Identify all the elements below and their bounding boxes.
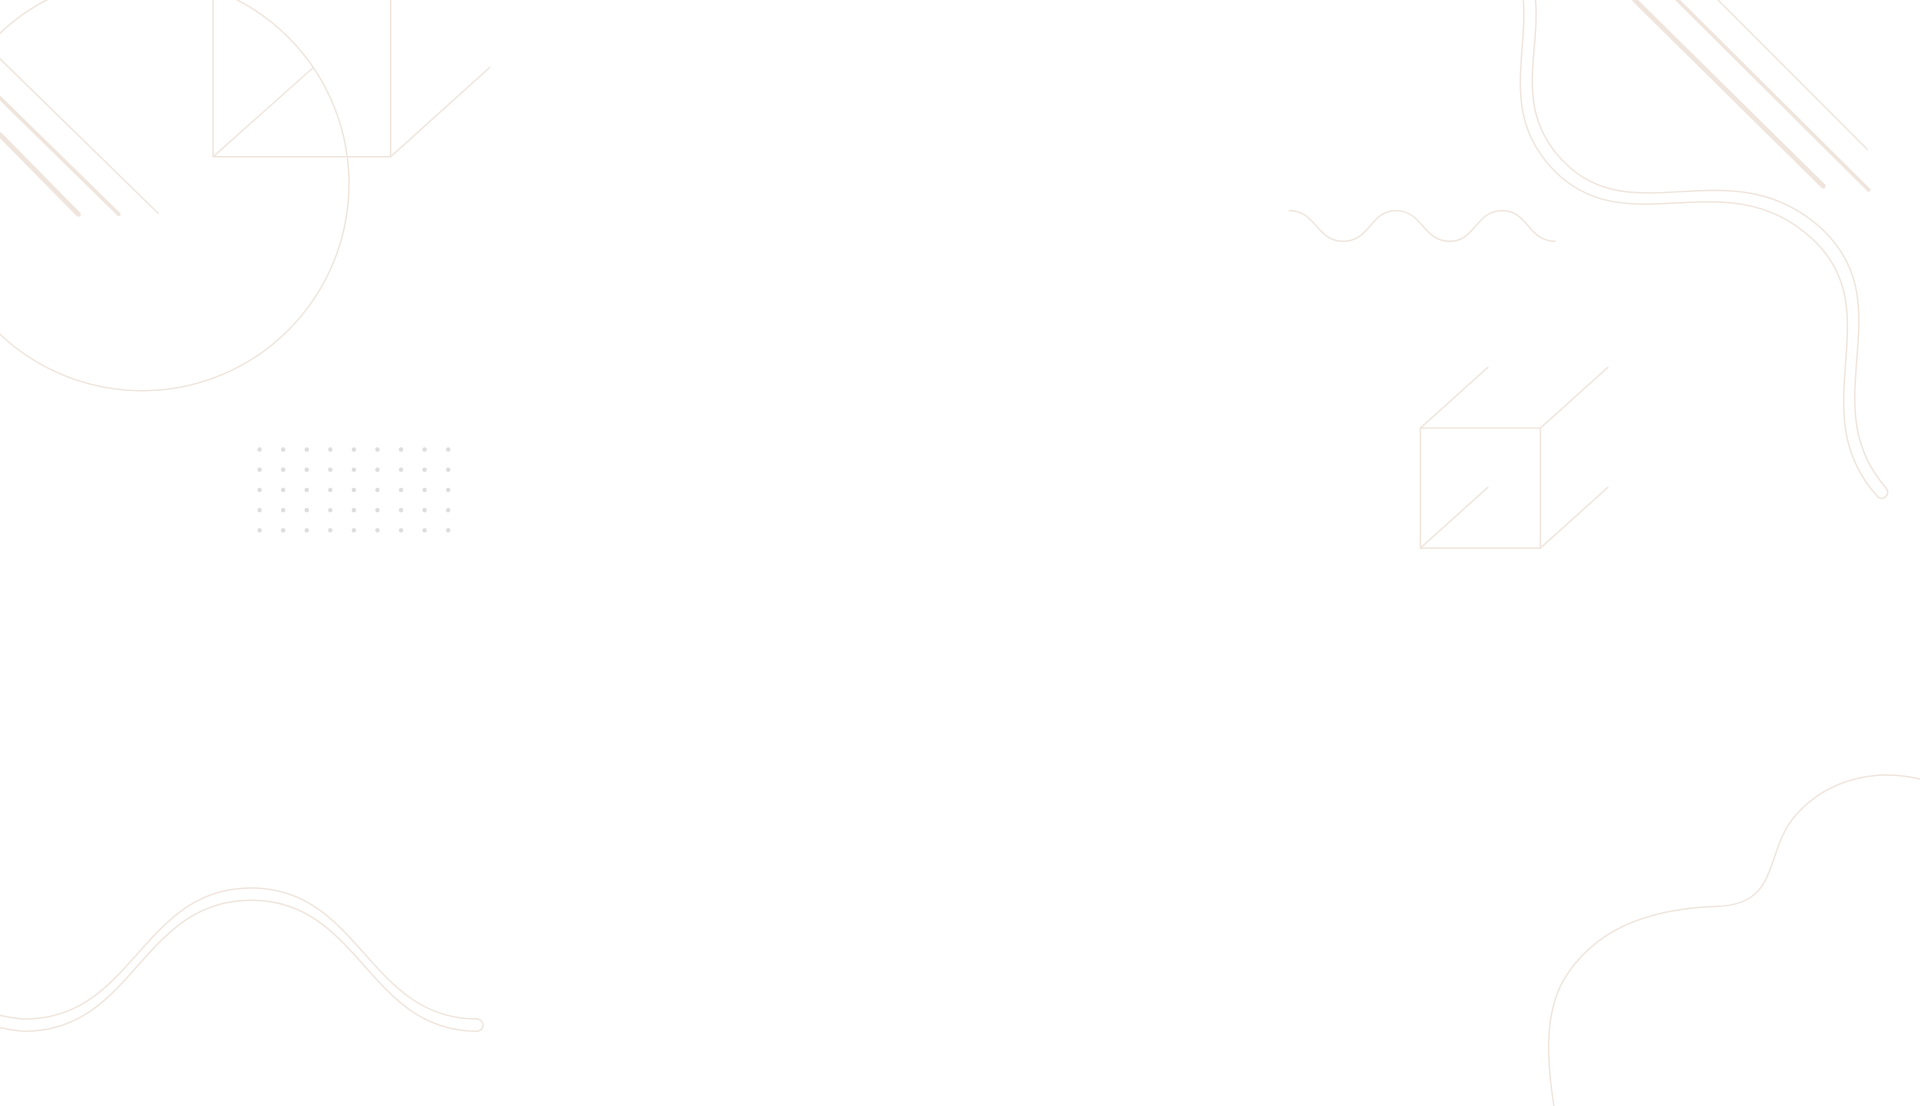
grid-dot [328,467,333,472]
grid-dot [422,447,427,452]
grid-dot [257,467,262,472]
dot-grid [257,447,451,533]
grid-dot [304,528,309,533]
grid-dot [398,487,404,493]
grid-dot [445,467,451,472]
grid-dot [445,507,451,513]
grid-dot [304,507,309,513]
grid-dot [328,487,333,493]
top-left-diagonal-lines [0,58,159,217]
bottom-left-double-wave [0,887,484,1033]
grid-dot [351,487,357,493]
grid-dot [304,447,309,452]
grid-dot [375,447,380,452]
top-right-diagonal-lines [1632,0,1871,192]
grid-dot [280,528,286,533]
grid-dot [304,467,309,472]
grid-dot [328,507,333,513]
grid-dot [280,487,286,493]
grid-dot [422,467,427,472]
grid-dot [398,467,404,472]
grid-dot [280,467,286,472]
grid-dot [375,528,380,533]
grid-dot [422,487,427,493]
top-left-circle [0,0,350,392]
top-small-wave [1288,209,1556,243]
grid-dot [280,447,286,452]
grid-dot [398,528,404,533]
grid-dot [328,528,333,533]
grid-dot [280,507,286,513]
top-right-double-squiggle [1519,0,1889,500]
top-left-square [212,0,491,158]
grid-dot [445,528,451,533]
grid-dot [351,447,357,452]
cube-outline [1419,366,1609,549]
grid-dot [445,487,451,493]
grid-dot [351,528,357,533]
grid-dot [257,487,262,493]
bottom-right-blob-curve [1547,774,1920,1106]
grid-dot [304,487,309,493]
grid-dot [375,467,380,472]
grid-dot [422,507,427,513]
grid-dot [257,447,262,452]
grid-dot [351,507,357,513]
grid-dot [257,507,262,513]
grid-dot [351,467,357,472]
grid-dot [445,447,451,452]
grid-dot [422,528,427,533]
grid-dot [257,528,262,533]
grid-dot [398,447,404,452]
grid-dot [375,507,380,513]
grid-dot [328,447,333,452]
grid-dot [375,487,380,493]
grid-dot [398,507,404,513]
